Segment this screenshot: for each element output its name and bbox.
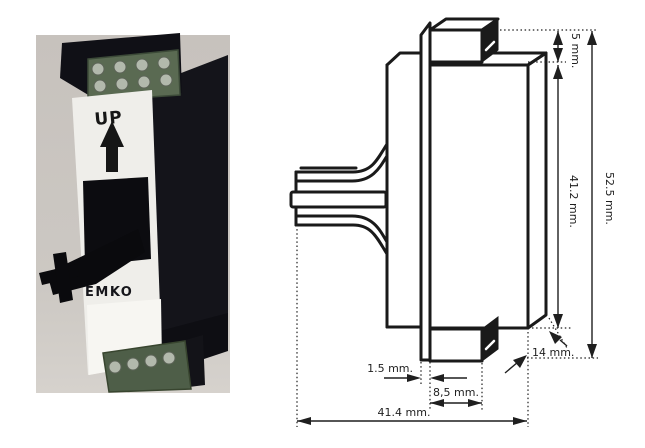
dim-label-41-4mm: 41.4 mm. — [378, 406, 431, 419]
dim-body-height: 41.2 mm. — [553, 65, 580, 328]
dim-total-height: 52.5 mm. — [587, 31, 616, 358]
dim-block-width: 8,5 mm. — [430, 386, 482, 407]
bottom-terminal-block — [102, 335, 205, 393]
extension-lines — [296, 29, 598, 427]
up-label: UP — [94, 108, 124, 130]
housing-front-face — [428, 63, 530, 330]
top-box-front-face — [428, 28, 484, 64]
bottom-box-highlight — [484, 339, 496, 351]
dim-label-41-2mm: 41.2 mm. — [567, 175, 580, 228]
toggle-lever — [39, 229, 145, 303]
up-arrow-icon — [100, 121, 124, 172]
lever-paddle-bar — [289, 190, 388, 209]
bottom-box-front-face — [428, 327, 484, 363]
bottom-box-side-face — [481, 316, 499, 362]
dim-label-8-5mm: 8,5 mm. — [433, 386, 479, 399]
top-terminal-block — [87, 49, 181, 102]
top-box-highlight — [484, 40, 496, 52]
front-panel — [419, 21, 432, 362]
dimension-drawing: 5 mm. 41.2 mm. 52.5 mm. 14 mm. 1.5 mm. — [289, 17, 616, 427]
bottom-terminal-screws — [108, 351, 176, 374]
dim-total-width: 41.4 mm. — [297, 406, 527, 425]
lever-top-flange — [294, 142, 389, 183]
top-terminal-box — [428, 17, 500, 64]
lever-outline — [289, 142, 389, 256]
module-side-face — [150, 55, 228, 366]
bottom-terminal-box — [428, 316, 499, 363]
front-panel-strip — [419, 21, 432, 362]
product-photo: UP EMKO — [36, 33, 230, 393]
lever-bottom-flange — [294, 214, 389, 256]
brand-logo: EMKO — [85, 285, 133, 300]
housing-right-face — [526, 51, 548, 330]
dim-body-depth: 14 mm. — [504, 331, 574, 374]
lever-paddle — [47, 229, 145, 295]
dim-label-52-5mm: 52.5 mm. — [603, 172, 616, 225]
housing-outline — [428, 51, 548, 330]
dim-top-block-height: 5 mm. — [553, 31, 582, 68]
dim-panel-thickness: 1.5 mm. — [367, 362, 467, 382]
top-pcb — [87, 49, 181, 102]
dim-label-14mm: 14 mm. — [532, 346, 574, 359]
dim-label-5mm: 5 mm. — [569, 33, 582, 68]
front-block-top — [385, 51, 423, 67]
top-terminal-screws — [91, 56, 173, 93]
dim-label-1-5mm: 1.5 mm. — [367, 362, 413, 375]
lever-knob-cross — [53, 252, 73, 303]
